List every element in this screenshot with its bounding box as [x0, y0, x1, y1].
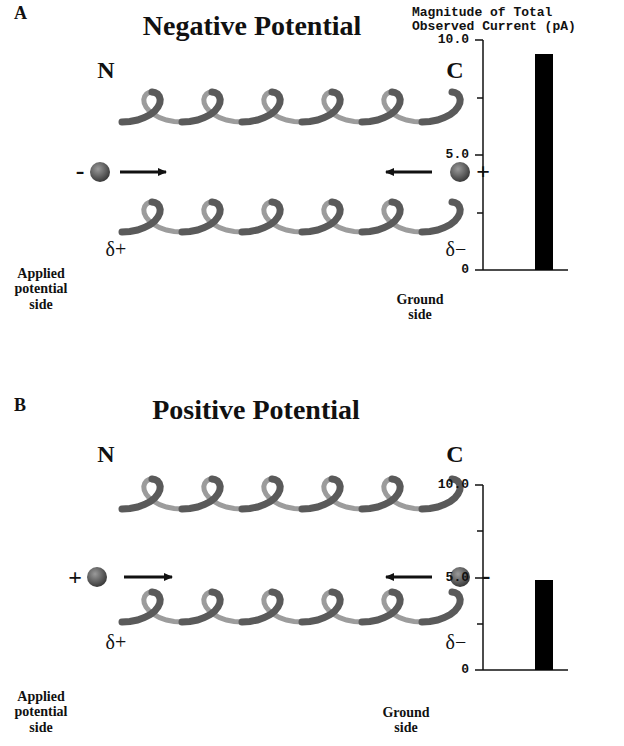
- axis-title: Magnitude of Total Observed Current (pA): [412, 6, 612, 35]
- axis-tick-label: 10.0: [438, 478, 469, 492]
- side-label: Applied potential side: [3, 689, 79, 735]
- terminus-label: N: [97, 441, 114, 467]
- helix-ribbon: [242, 592, 280, 622]
- helix-ribbon: [302, 592, 340, 622]
- terminus-label: C: [446, 441, 463, 467]
- helix-ribbon: [242, 479, 280, 509]
- current-bar: [535, 54, 553, 270]
- arrow: [386, 171, 432, 174]
- helix-ribbon: [362, 479, 400, 509]
- helix-ribbon: [422, 202, 460, 232]
- helix-ribbon: [362, 92, 400, 122]
- panel-letter: A: [14, 4, 27, 24]
- axis-tick-label: 5.0: [446, 148, 469, 162]
- axis-tick-label: 5.0: [446, 571, 469, 585]
- partial-charge: δ−: [446, 631, 467, 653]
- partial-charge: δ−: [446, 238, 467, 260]
- helix-ribbon: [302, 202, 340, 232]
- alpha-helix: [122, 92, 460, 622]
- axis-tick-label: 10.0: [438, 33, 469, 47]
- partial-charge: δ+: [106, 238, 127, 260]
- ion: [90, 162, 110, 182]
- axis-tick-label: 0: [461, 263, 469, 277]
- arrow: [386, 576, 432, 579]
- bar-chart: [475, 485, 568, 670]
- helix-ribbon: [302, 92, 340, 122]
- axis-tick-label: 0: [461, 663, 469, 677]
- bar-chart: [475, 40, 568, 270]
- charge-sign: -: [482, 562, 491, 591]
- charge-sign: -: [76, 157, 85, 186]
- side-label: Ground side: [390, 292, 450, 323]
- panel-title: Positive Potential: [152, 395, 360, 426]
- helix-ribbon: [302, 479, 340, 509]
- charge-sign: +: [68, 564, 82, 590]
- panel-letter: B: [14, 396, 26, 416]
- charge-sign: +: [476, 158, 490, 184]
- partial-charge: δ+: [106, 631, 127, 653]
- arrow: [120, 171, 166, 174]
- helix-ribbon: [182, 592, 220, 622]
- helix-ribbon: [122, 92, 160, 122]
- helix-ribbon: [122, 479, 160, 509]
- helix-ribbon: [242, 92, 280, 122]
- helix-ribbon: [422, 592, 460, 622]
- terminus-label: C: [446, 57, 463, 83]
- helix-ribbon: [242, 202, 280, 232]
- helix-ribbon: [422, 92, 460, 122]
- helix-ribbon: [122, 202, 160, 232]
- side-label: Ground side: [376, 705, 436, 736]
- ion: [87, 567, 107, 587]
- arrow: [124, 576, 172, 579]
- helix-ribbon: [122, 592, 160, 622]
- helix-ribbon: [182, 479, 220, 509]
- panel-title: Negative Potential: [143, 11, 362, 42]
- terminus-label: N: [97, 57, 114, 83]
- ion: [450, 162, 470, 182]
- helix-ribbon: [182, 202, 220, 232]
- side-label: Applied potential side: [3, 266, 79, 312]
- current-bar: [535, 580, 553, 670]
- helix-ribbon: [362, 592, 400, 622]
- helix-ribbon: [182, 92, 220, 122]
- helix-ribbon: [362, 202, 400, 232]
